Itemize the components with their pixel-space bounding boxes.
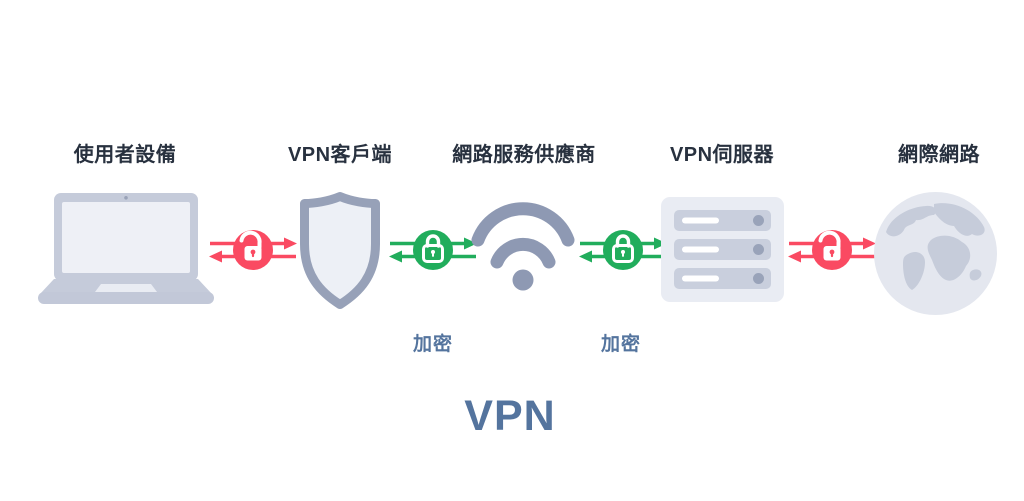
arrow-left-icon	[209, 250, 222, 263]
encryption-label: 加密	[600, 334, 642, 355]
lock-icon	[387, 226, 479, 274]
laptop-icon	[38, 193, 214, 306]
node-label-user-device: 使用者設備	[73, 144, 177, 166]
node-label-vpn-client: VPN客戶端	[287, 144, 393, 166]
node-label-vpn-server: VPN伺服器	[669, 144, 775, 166]
shield-icon	[296, 191, 384, 311]
laptop-camera-dot	[124, 196, 128, 200]
arrow-right-icon	[464, 237, 477, 250]
arrow-right-icon	[284, 237, 297, 250]
arrow-left-icon	[788, 250, 801, 263]
unlock-icon	[786, 226, 878, 274]
arrow-left-icon	[389, 250, 402, 263]
node-label-isp: 網路服務供應商	[452, 144, 596, 166]
encryption-label: 加密	[412, 334, 454, 355]
unlock-icon	[207, 226, 299, 274]
arrow-left-icon	[579, 250, 592, 263]
diagram-title: VPN	[464, 392, 556, 440]
lock-icon	[577, 226, 669, 274]
globe-icon	[874, 192, 997, 315]
server-icon	[661, 197, 784, 302]
wifi-icon	[470, 200, 576, 291]
arrow-right-icon	[863, 237, 876, 250]
arrow-right-icon	[654, 237, 667, 250]
node-label-internet: 網際網路	[898, 144, 980, 166]
